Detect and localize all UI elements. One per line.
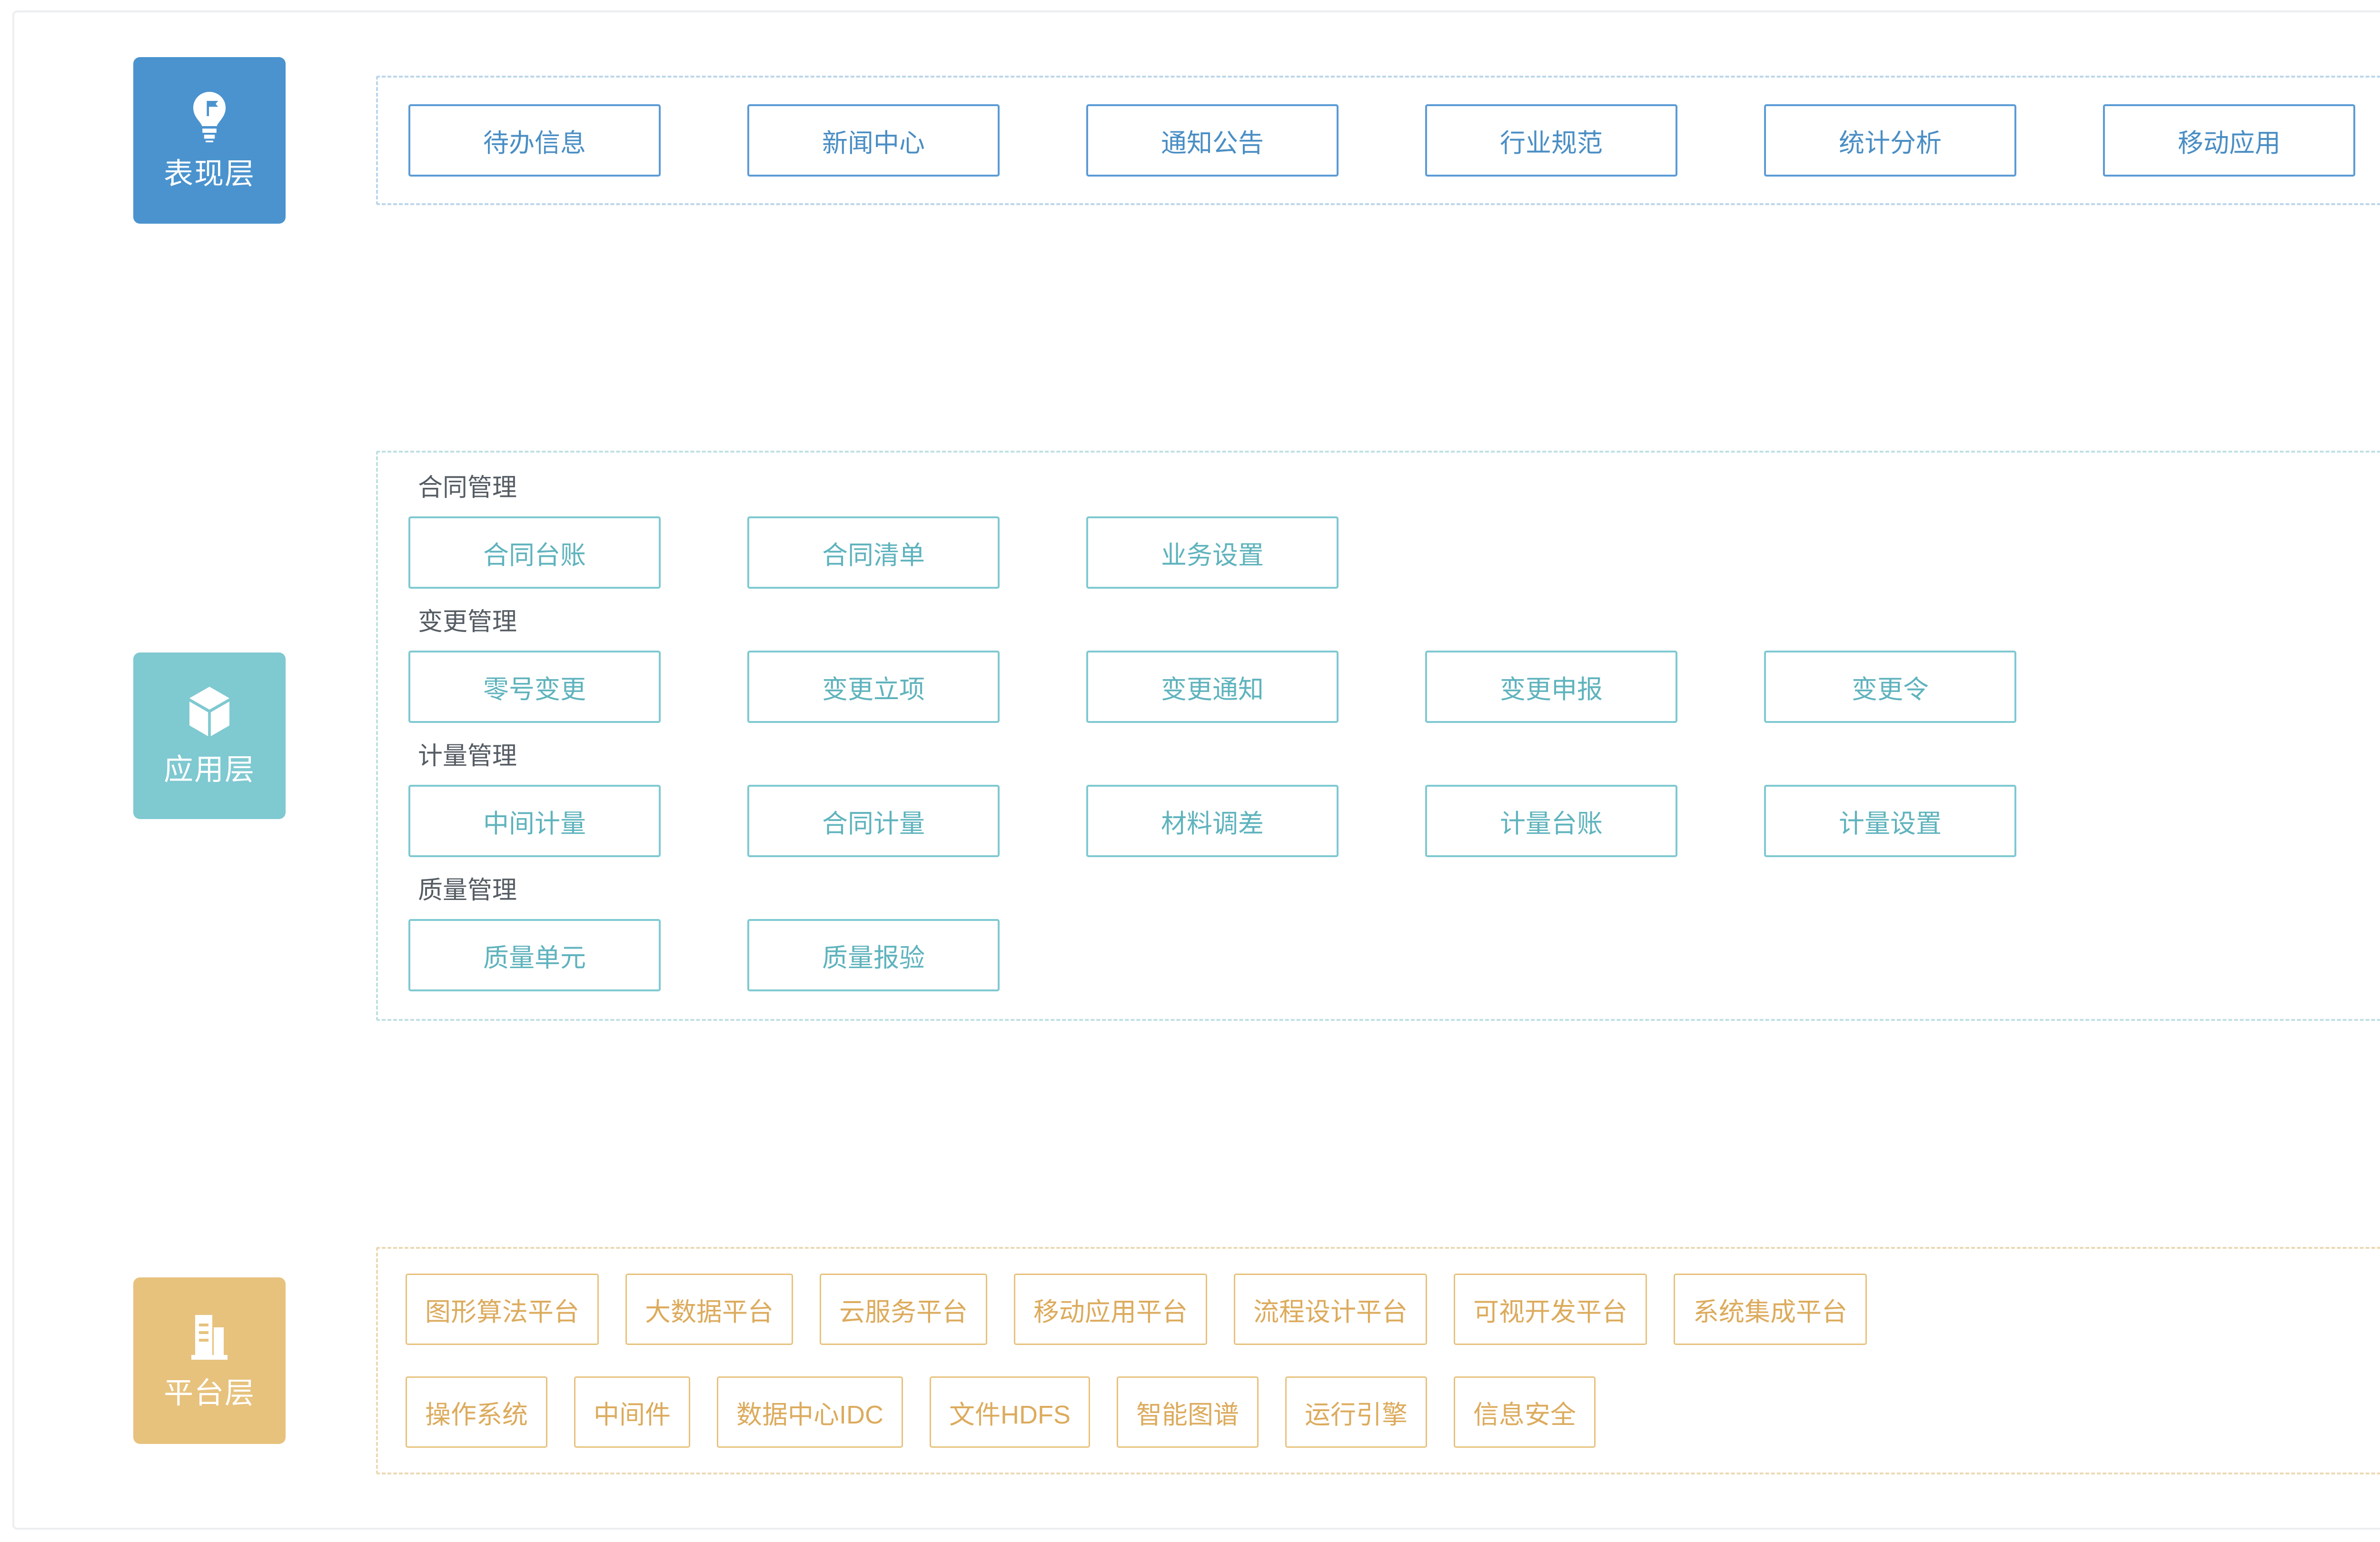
application-group-contract: 合同管理 合同台账 合同清单 业务设置 [408, 475, 2380, 589]
application-group-quality: 质量管理 质量单元 质量报验 [408, 877, 2380, 992]
application-measurement-item-1[interactable]: 合同计量 [747, 785, 1000, 858]
application-change-item-4[interactable]: 变更令 [1764, 651, 2016, 723]
lightbulb-icon [188, 91, 231, 145]
application-badge-column: 应用层 [43, 652, 376, 820]
application-group-change: 变更管理 零号变更 变更立项 变更通知 变更申报 变更令 [408, 610, 2380, 723]
presentation-badge-column: 表现层 [43, 57, 376, 224]
application-layer-badge[interactable]: 应用层 [133, 652, 286, 820]
group-title-measurement: 计量管理 [418, 742, 517, 771]
platform-row0-item-6[interactable]: 系统集成平台 [1674, 1274, 1867, 1345]
group-row-contract: 合同台账 合同清单 业务设置 [408, 516, 2380, 589]
application-measurement-item-3[interactable]: 计量台账 [1425, 785, 1677, 858]
platform-row0-item-0[interactable]: 图形算法平台 [406, 1274, 599, 1345]
application-change-item-2[interactable]: 变更通知 [1086, 651, 1339, 723]
presentation-item-1[interactable]: 新闻中心 [747, 104, 1000, 177]
application-contract-item-1[interactable]: 合同清单 [747, 516, 1000, 589]
building-icon [188, 1312, 231, 1364]
application-change-item-1[interactable]: 变更立项 [747, 651, 1000, 723]
application-contract-item-2[interactable]: 业务设置 [1086, 516, 1339, 589]
application-change-item-3[interactable]: 变更申报 [1425, 651, 1677, 723]
group-title-quality: 质量管理 [418, 877, 517, 905]
platform-row0-item-4[interactable]: 流程设计平台 [1234, 1274, 1427, 1345]
platform-row-0: 图形算法平台 大数据平台 云服务平台 移动应用平台 流程设计平台 可视开发平台 … [406, 1274, 2380, 1345]
platform-row0-item-1[interactable]: 大数据平台 [625, 1274, 793, 1345]
application-contract-item-0[interactable]: 合同台账 [408, 516, 661, 589]
platform-panel: 图形算法平台 大数据平台 云服务平台 移动应用平台 流程设计平台 可视开发平台 … [376, 1247, 2380, 1475]
layer-application: 应用层 合同管理 合同台账 合同清单 业务设置 [43, 339, 2380, 1133]
group-row-change: 零号变更 变更立项 变更通知 变更申报 变更令 [408, 651, 2380, 723]
platform-badge-column: 平台层 [43, 1277, 376, 1444]
platform-row1-item-3[interactable]: 文件HDFS [930, 1376, 1090, 1448]
spacer-application-platform [43, 1133, 2380, 1215]
platform-row1-item-1[interactable]: 中间件 [574, 1376, 690, 1448]
application-panel: 合同管理 合同台账 合同清单 业务设置 变更管理 零号变更 变更立项 [376, 451, 2380, 1021]
group-row-quality: 质量单元 质量报验 [408, 919, 2380, 992]
presentation-panel: 待办信息 新闻中心 通知公告 行业规范 统计分析 移动应用 [376, 76, 2380, 206]
application-change-item-0[interactable]: 零号变更 [408, 651, 661, 723]
application-measurement-item-2[interactable]: 材料调差 [1086, 785, 1339, 858]
platform-row0-item-5[interactable]: 可视开发平台 [1454, 1274, 1647, 1345]
application-measurement-item-0[interactable]: 中间计量 [408, 785, 661, 858]
platform-row-1: 操作系统 中间件 数据中心IDC 文件HDFS 智能图谱 运行引擎 信息安全 [406, 1376, 2380, 1448]
platform-row1-item-2[interactable]: 数据中心IDC [717, 1376, 903, 1448]
layer-presentation: 表现层 待办信息 新闻中心 通知公告 行业规范 统计分析 移动应用 [43, 33, 2380, 248]
presentation-layer-label: 表现层 [163, 157, 255, 190]
application-layer-label: 应用层 [163, 753, 255, 786]
platform-row1-item-6[interactable]: 信息安全 [1454, 1376, 1596, 1448]
platform-row1-item-5[interactable]: 运行引擎 [1285, 1376, 1427, 1448]
presentation-layer-badge[interactable]: 表现层 [133, 57, 286, 224]
group-row-measurement: 中间计量 合同计量 材料调差 计量台账 计量设置 [408, 785, 2380, 858]
platform-layer-badge[interactable]: 平台层 [133, 1277, 286, 1444]
platform-layer-label: 平台层 [163, 1376, 255, 1410]
presentation-item-0[interactable]: 待办信息 [408, 104, 661, 177]
cube-icon [187, 686, 232, 741]
platform-row1-item-4[interactable]: 智能图谱 [1117, 1376, 1259, 1448]
presentation-item-row: 待办信息 新闻中心 通知公告 行业规范 统计分析 移动应用 [408, 104, 2380, 177]
application-quality-item-0[interactable]: 质量单元 [408, 919, 661, 992]
platform-row0-item-2[interactable]: 云服务平台 [820, 1274, 987, 1345]
spacer-presentation-application [43, 248, 2380, 339]
presentation-item-2[interactable]: 通知公告 [1086, 104, 1339, 177]
platform-row0-item-3[interactable]: 移动应用平台 [1014, 1274, 1207, 1345]
application-quality-item-1[interactable]: 质量报验 [747, 919, 1000, 992]
presentation-item-3[interactable]: 行业规范 [1425, 104, 1677, 177]
group-title-change: 变更管理 [418, 608, 517, 636]
group-title-contract: 合同管理 [418, 474, 517, 502]
application-measurement-item-4[interactable]: 计量设置 [1764, 785, 2016, 858]
presentation-item-4[interactable]: 统计分析 [1764, 104, 2016, 177]
layer-platform: 平台层 图形算法平台 大数据平台 云服务平台 移动应用平台 流程设计平台 可视开… [43, 1215, 2380, 1507]
presentation-item-5[interactable]: 移动应用 [2103, 104, 2355, 177]
application-group-measurement: 计量管理 中间计量 合同计量 材料调差 计量台账 计量设置 [408, 742, 2380, 858]
layers-container: 表现层 待办信息 新闻中心 通知公告 行业规范 统计分析 移动应用 [14, 12, 2380, 1528]
platform-row1-item-0[interactable]: 操作系统 [406, 1376, 547, 1448]
diagram-frame: 表现层 待办信息 新闻中心 通知公告 行业规范 统计分析 移动应用 [12, 10, 2380, 1530]
